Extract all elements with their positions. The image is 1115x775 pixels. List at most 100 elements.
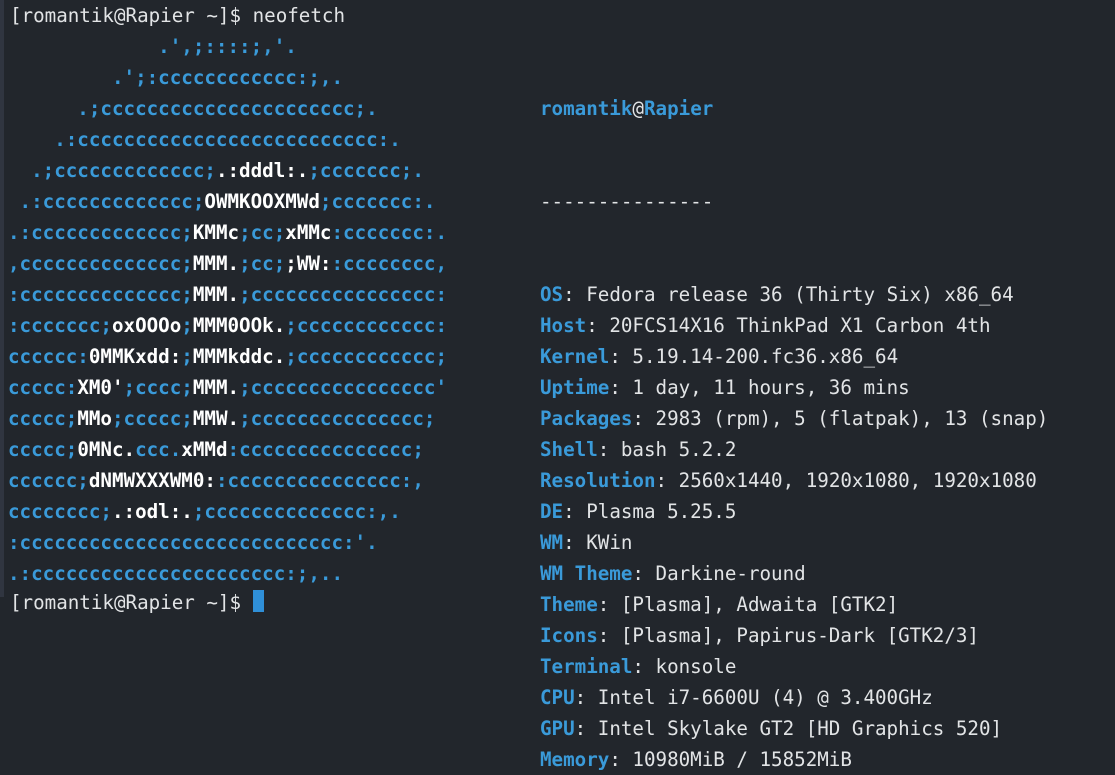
logo-segment: ;WW: [285, 252, 332, 275]
info-key: Memory [540, 748, 610, 771]
info-key: Resolution [540, 469, 656, 492]
info-colon: : [563, 531, 587, 554]
logo-line: ccccc;MMo;ccccc;MMW.;ccccccccccccccc; [8, 403, 447, 434]
logo-segment: ;ccccc; [111, 407, 193, 430]
info-value: 5.19.14-200.fc36.x86_64 [632, 345, 899, 368]
logo-segment: ;cccc; [123, 376, 193, 399]
info-colon: : [574, 717, 598, 740]
info-colon: : [609, 376, 633, 399]
logo-segment: .',;::::;,'. [8, 35, 297, 58]
logo-segment: :ccccccccccccccc; [227, 438, 424, 461]
logo-segment: ;ccccccccccccccc; [239, 407, 436, 430]
info-key: WM [540, 531, 564, 554]
logo-segment: .:cccccccccccccccccccccccccc:. [8, 128, 401, 151]
info-key: OS [540, 283, 564, 306]
info-row-kernel: Kernel: 5.19.14-200.fc36.x86_64 [540, 341, 1048, 372]
info-key: Icons [540, 624, 598, 647]
logo-segment: ;cccccccccccccccc: [239, 283, 447, 306]
logo-segment: .:ccccccccccccc; [8, 221, 193, 244]
logo-segment: ;cc; [239, 252, 286, 275]
logo-segment: cccccc: [8, 345, 89, 368]
hostname: Rapier [643, 97, 714, 120]
info-key: Kernel [540, 345, 610, 368]
system-info-panel: romantik@Rapier --------------- OS: Fedo… [540, 31, 1048, 775]
logo-segment: ; [181, 314, 193, 337]
logo-segment: xMMc [285, 221, 332, 244]
logo-segment: OWMKOOXMWd [204, 190, 320, 213]
info-colon: : [597, 624, 621, 647]
info-value: [Plasma], Adwaita [GTK2] [620, 593, 899, 616]
logo-line: :cccccccccccccccccccccccccccc:'. [8, 527, 447, 558]
info-value: konsole [655, 655, 737, 678]
logo-line: cccccc:0MMKxdd:;MMMkddc.;cccccccccccc; [8, 341, 447, 372]
logo-segment: .:cccccccccccccccccccccc:;,.. [8, 562, 344, 585]
logo-segment: 0MMKxdd: [88, 345, 182, 368]
info-key: DE [540, 500, 564, 523]
logo-segment: .:ccccccccccccc; [8, 190, 205, 213]
logo-line: ccccc;0MNc.ccc.xMMd:ccccccccccccccc; [8, 434, 447, 465]
logo-line: ,cccccccccccccc;MMM.;cc;;WW::cccccccc, [8, 248, 447, 279]
logo-segment: ;cccccccccccccccc' [239, 376, 447, 399]
bottom-prompt-line[interactable]: [romantik@Rapier ~]$ [10, 587, 264, 618]
at-sign: @ [632, 97, 644, 120]
info-key: Host [540, 314, 587, 337]
info-colon: : [597, 438, 621, 461]
logo-line: .;cccccccccccccccccccccc;. [8, 93, 447, 124]
logo-line: :ccccccc;oxOOOo;MMM0OOk.;cccccccccccc: [8, 310, 447, 341]
logo-segment: :ccccccc:. [331, 221, 448, 244]
info-value: 20FCS14X16 ThinkPad X1 Carbon 4th [609, 314, 991, 337]
logo-segment: MMM. [192, 283, 240, 306]
info-value: Intel Skylake GT2 [HD Graphics 520] [597, 717, 1003, 740]
command-prompt-line: [romantik@Rapier ~]$ neofetch [10, 4, 346, 27]
info-row-terminal: Terminal: konsole [540, 651, 1048, 682]
info-colon: : [563, 500, 587, 523]
text-cursor [252, 590, 264, 612]
info-row-de: DE: Plasma 5.25.5 [540, 496, 1048, 527]
logo-segment: ccccc: [8, 376, 78, 399]
logo-segment: .:dddl:. [215, 159, 309, 182]
info-row-wm-theme: WM Theme: Darkine-round [540, 558, 1048, 589]
info-row-packages: Packages: 2983 (rpm), 5 (flatpak), 13 (s… [540, 403, 1048, 434]
logo-line: .',;::::;,'. [8, 31, 447, 62]
logo-segment: XM0' [77, 376, 124, 399]
logo-segment: MMM0OOk. [192, 314, 286, 337]
info-key: Theme [540, 593, 598, 616]
info-value: Intel i7-6600U (4) @ 3.400GHz [597, 686, 933, 709]
logo-segment: cccccccc; [8, 500, 112, 523]
bottom-prompt-text: [romantik@Rapier ~]$ [10, 591, 253, 614]
scrollbar-track[interactable] [0, 0, 4, 597]
info-colon: : [609, 345, 633, 368]
info-row-resolution: Resolution: 2560x1440, 1920x1080, 1920x1… [540, 465, 1048, 496]
logo-segment: ccccc; [8, 407, 78, 430]
logo-segment: :ccccccccccccccc:, [215, 469, 424, 492]
fedora-ascii-logo: .',;::::;,'. .';:cccccccccccc:;,. .;cccc… [8, 31, 447, 589]
logo-segment: ccccc; [8, 438, 78, 461]
logo-line: .';:cccccccccccc:;,. [8, 62, 447, 93]
logo-segment: dNMWXXXWM0: [88, 469, 216, 492]
logo-segment: ;cc; [239, 221, 286, 244]
info-colon: : [563, 283, 587, 306]
logo-line: .:cccccccccccccccccccccccccc:. [8, 124, 447, 155]
logo-segment: :cccccccccccccccccccccccccccc:'. [8, 531, 378, 554]
logo-segment: ;ccccccc;. [308, 159, 424, 182]
info-value: 2983 (rpm), 5 (flatpak), 13 (snap) [655, 407, 1049, 430]
logo-segment: ;cccccccccccc; [285, 345, 448, 368]
info-row-theme: Theme: [Plasma], Adwaita [GTK2] [540, 589, 1048, 620]
info-colon: : [609, 748, 633, 771]
logo-segment: MMMkddc. [192, 345, 286, 368]
user-host-line: romantik@Rapier [540, 93, 1048, 124]
info-value: Darkine-round [655, 562, 806, 585]
info-row-gpu: GPU: Intel Skylake GT2 [HD Graphics 520] [540, 713, 1048, 744]
logo-segment: MMM. [192, 376, 240, 399]
logo-segment: MMM. [192, 252, 240, 275]
info-key: CPU [540, 686, 575, 709]
info-colon: : [632, 655, 656, 678]
info-row-cpu: CPU: Intel i7-6600U (4) @ 3.400GHz [540, 682, 1048, 713]
info-value: 2560x1440, 1920x1080, 1920x1080 [678, 469, 1037, 492]
logo-segment: ;cccccccccccccc:,. [192, 500, 401, 523]
info-value: 1 day, 11 hours, 36 mins [632, 376, 910, 399]
logo-segment: 0MNc. [77, 438, 136, 461]
info-row-shell: Shell: bash 5.2.2 [540, 434, 1048, 465]
info-value: [Plasma], Papirus-Dark [GTK2/3] [620, 624, 979, 647]
